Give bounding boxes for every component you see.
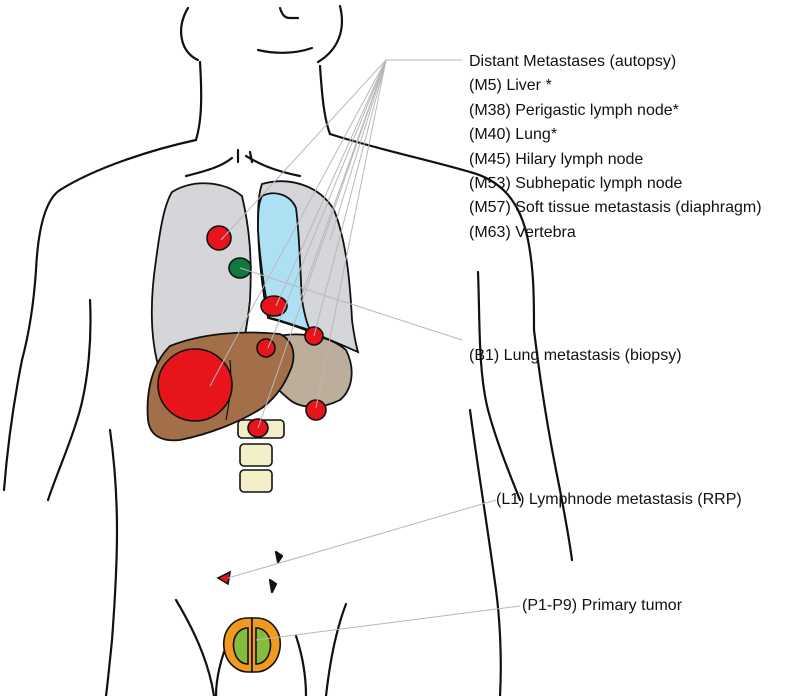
distant-metastases-heading: Distant Metastases (autopsy) [469, 50, 762, 74]
metastasis-item-m5: (M5) Liver * [469, 74, 762, 98]
prostate [224, 618, 281, 672]
vertebra-2 [240, 444, 272, 466]
biopsy-label: (B1) Lung metastasis (biopsy) [469, 346, 682, 366]
subhepatic-node-metastasis [257, 339, 275, 357]
metastasis-item-m38: (M38) Perigastic lymph node* [469, 99, 762, 123]
liver-metastasis [158, 349, 232, 421]
metastasis-item-m53: (M53) Subhepatic lymph node [469, 172, 762, 196]
hilar-node-metastasis [261, 296, 287, 316]
vertebra-3 [240, 470, 272, 492]
metastasis-item-m57: (M57) Soft tissue metastasis (diaphragm) [469, 196, 762, 220]
distant-metastases-list: Distant Metastases (autopsy) (M5) Liver … [469, 50, 762, 245]
metastasis-item-m63: (M63) Vertebra [469, 221, 762, 245]
perigastric-node-metastasis [306, 400, 326, 420]
metastasis-item-m40: (M40) Lung* [469, 123, 762, 147]
metastasis-item-m45: (M45) Hilary lymph node [469, 148, 762, 172]
primary-tumor-label: (P1-P9) Primary tumor [522, 596, 682, 616]
lung-metastasis [207, 226, 231, 250]
lymphnode-label: (L1) Lymphnode metastasis (RRP) [496, 490, 742, 510]
